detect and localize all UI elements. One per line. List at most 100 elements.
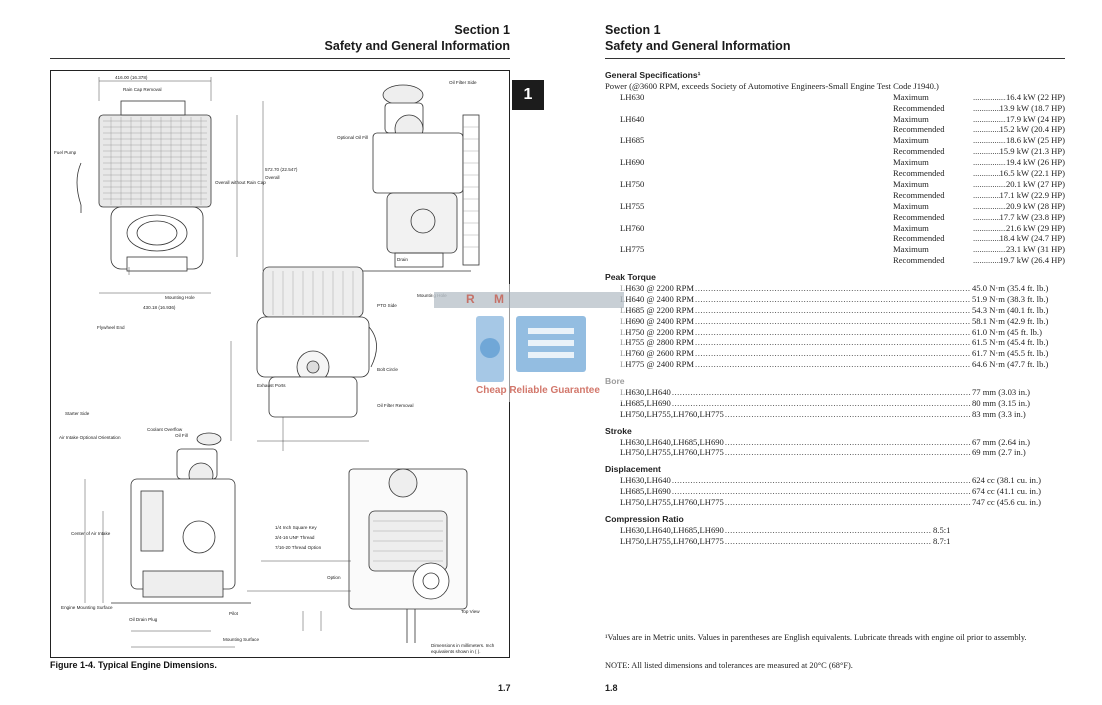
leader-dots: ........................................… bbox=[695, 304, 971, 315]
starter-side-engine bbox=[111, 432, 251, 604]
displacement-value: 747 cc (45.6 cu. in.) bbox=[972, 497, 1041, 508]
power-value: 17.9 kW (24 HP) bbox=[1005, 113, 1065, 124]
compression-row: LH750,LH755,LH760,LH775.................… bbox=[605, 536, 1065, 547]
leader-dots: ........................................… bbox=[671, 397, 971, 408]
front-view-engine bbox=[76, 100, 212, 272]
torque-row: LH775 @ 2400 RPM........................… bbox=[605, 359, 1065, 370]
starter-side-label: Starter Side bbox=[65, 411, 90, 416]
pilot-label: Pilot bbox=[229, 611, 238, 616]
leader-dots: ........................................… bbox=[973, 146, 1000, 157]
power-kind: Recommended bbox=[893, 211, 945, 222]
dim-overall-width-label: 416.00 (16.378) bbox=[115, 75, 148, 80]
torque-value: 45.0 N·m (35.4 ft. lb.) bbox=[972, 282, 1049, 293]
power-value: 19.4 kW (26 HP) bbox=[1005, 157, 1065, 168]
torque-model: LH750 @ 2200 RPM bbox=[620, 326, 695, 337]
mounting-hole-label-b: Mounting Hole bbox=[165, 295, 195, 300]
power-kind: Maximum bbox=[893, 200, 929, 211]
power-value: 13.9 kW (18.7 HP) bbox=[999, 102, 1066, 113]
dim-base-label: 430.18 (16.936) bbox=[143, 305, 176, 310]
bore-title: Bore bbox=[605, 376, 1065, 387]
displacement-row: LH630,LH640.............................… bbox=[605, 475, 1065, 486]
stroke-title: Stroke bbox=[605, 425, 632, 436]
footnote: ¹Values are in Metric units. Values in p… bbox=[605, 633, 1027, 642]
oil-filter-removal-label: Oil Filter Removal bbox=[377, 403, 414, 408]
exhaust-ports-label: Exhaust Ports bbox=[257, 383, 286, 388]
stroke-row: LH750,LH755,LH760,LH775.................… bbox=[605, 447, 1065, 458]
flywheel-end-label: Flywheel End bbox=[97, 325, 125, 330]
torque-model: LH755 @ 2800 RPM bbox=[620, 337, 695, 348]
leader-dots: ........................................… bbox=[695, 315, 971, 326]
overall-label: Overall bbox=[265, 175, 280, 180]
displacement-model: LH750,LH755,LH760,LH775 bbox=[620, 497, 724, 508]
air-intake-orientation-label: Air Intake Optional Orientation bbox=[59, 435, 121, 440]
power-model: LH630 bbox=[620, 91, 645, 102]
power-model: LH640 bbox=[620, 113, 645, 124]
pto-side-label: PTO Side bbox=[377, 303, 397, 308]
torque-model: LH690 @ 2400 RPM bbox=[620, 315, 695, 326]
left-section-header: Section 1 Safety and General Information bbox=[325, 22, 510, 54]
displacement-list: LH630,LH640.............................… bbox=[605, 475, 1065, 508]
power-row: LH775Maximum............................… bbox=[605, 244, 1065, 255]
power-model: LH750 bbox=[620, 178, 645, 189]
power-kind: Maximum bbox=[893, 157, 929, 168]
stroke-value: 69 mm (2.7 in.) bbox=[972, 447, 1026, 458]
stroke-value: 67 mm (2.64 in.) bbox=[972, 436, 1031, 447]
stroke-row: LH630,LH640,LH685,LH690.................… bbox=[605, 437, 1065, 448]
compression-list: LH630,LH640,LH685,LH690.................… bbox=[605, 525, 1065, 547]
bore-model: LH750,LH755,LH760,LH775 bbox=[620, 408, 724, 419]
center-of-air-intake-label: Center of Air Intake bbox=[71, 531, 111, 536]
power-value: 21.6 kW (29 HP) bbox=[1005, 222, 1065, 233]
power-kind: Maximum bbox=[893, 178, 929, 189]
torque-value: 54.3 N·m (40.1 ft. lb.) bbox=[972, 304, 1049, 315]
compression-row: LH630,LH640,LH685,LH690.................… bbox=[605, 525, 1065, 536]
compression-value: 8.5:1 bbox=[933, 524, 951, 535]
watermark-letters: R M bbox=[466, 292, 512, 306]
right-header-rule bbox=[605, 58, 1065, 59]
power-row: LH630Maximum............................… bbox=[605, 92, 1065, 103]
torque-row: LH685 @ 2200 RPM........................… bbox=[605, 305, 1065, 316]
power-row: LH690Maximum............................… bbox=[605, 157, 1065, 168]
power-kind: Recommended bbox=[893, 124, 945, 135]
general-specs-title: General Specifications¹ bbox=[605, 70, 701, 80]
leader-dots: ........................................… bbox=[973, 189, 1000, 200]
power-kind: Recommended bbox=[893, 189, 945, 200]
option-label: Option bbox=[327, 575, 341, 580]
bore-list: LH630,LH640.............................… bbox=[605, 387, 1065, 420]
right-page-number: 1.8 bbox=[605, 683, 618, 693]
power-value: 20.1 kW (27 HP) bbox=[1005, 178, 1065, 189]
figure-caption: Figure 1-4. Typical Engine Dimensions. bbox=[50, 660, 217, 670]
leader-dots: ........................................… bbox=[973, 113, 1006, 124]
left-header-rule bbox=[50, 58, 510, 59]
displacement-value: 624 cc (38.1 cu. in.) bbox=[972, 475, 1041, 486]
bore-model: LH685,LH690 bbox=[620, 397, 671, 408]
dim-height-label: 572.70 (22.547) bbox=[265, 167, 298, 172]
drain-label: Drain bbox=[397, 257, 408, 262]
stroke-list: LH630,LH640,LH685,LH690.................… bbox=[605, 437, 1065, 459]
power-kind: Maximum bbox=[893, 113, 929, 124]
left-page-number: 1.7 bbox=[498, 683, 511, 693]
oil-drain-plug-label: Oil Drain Plug bbox=[129, 617, 158, 622]
watermark-tagline: Cheap Reliable Guarantee bbox=[476, 385, 600, 396]
optional-oil-fill-label: Optional Oil Fill bbox=[337, 135, 369, 140]
watermark-graphic bbox=[432, 284, 626, 402]
power-model: LH755 bbox=[620, 200, 645, 211]
torque-model: LH685 @ 2200 RPM bbox=[620, 304, 695, 315]
torque-row: LH760 @ 2600 RPM........................… bbox=[605, 348, 1065, 359]
torque-value: 61.5 N·m (45.4 ft. lb.) bbox=[972, 337, 1049, 348]
displacement-model: LH630,LH640 bbox=[620, 475, 671, 486]
power-model: LH690 bbox=[620, 157, 645, 168]
power-model: LH685 bbox=[620, 135, 645, 146]
displacement-row: LH685,LH690.............................… bbox=[605, 486, 1065, 497]
leader-dots: ........................................… bbox=[973, 91, 1006, 102]
leader-dots: ........................................… bbox=[973, 244, 1006, 255]
compression-value: 8.7:1 bbox=[933, 535, 951, 546]
leader-dots: ........................................… bbox=[973, 178, 1006, 189]
power-row: LH685Maximum............................… bbox=[605, 135, 1065, 146]
leader-dots: ........................................… bbox=[671, 486, 971, 497]
thread-option-label: 7/16-20 Thread Option bbox=[275, 545, 322, 550]
mounting-surface-label: Mounting Surface bbox=[223, 637, 260, 642]
leader-dots: ........................................… bbox=[973, 200, 1006, 211]
leader-dots: ........................................… bbox=[973, 255, 1000, 266]
power-value: 17.7 kW (23.8 HP) bbox=[999, 211, 1066, 222]
leader-dots: ........................................… bbox=[973, 102, 1000, 113]
